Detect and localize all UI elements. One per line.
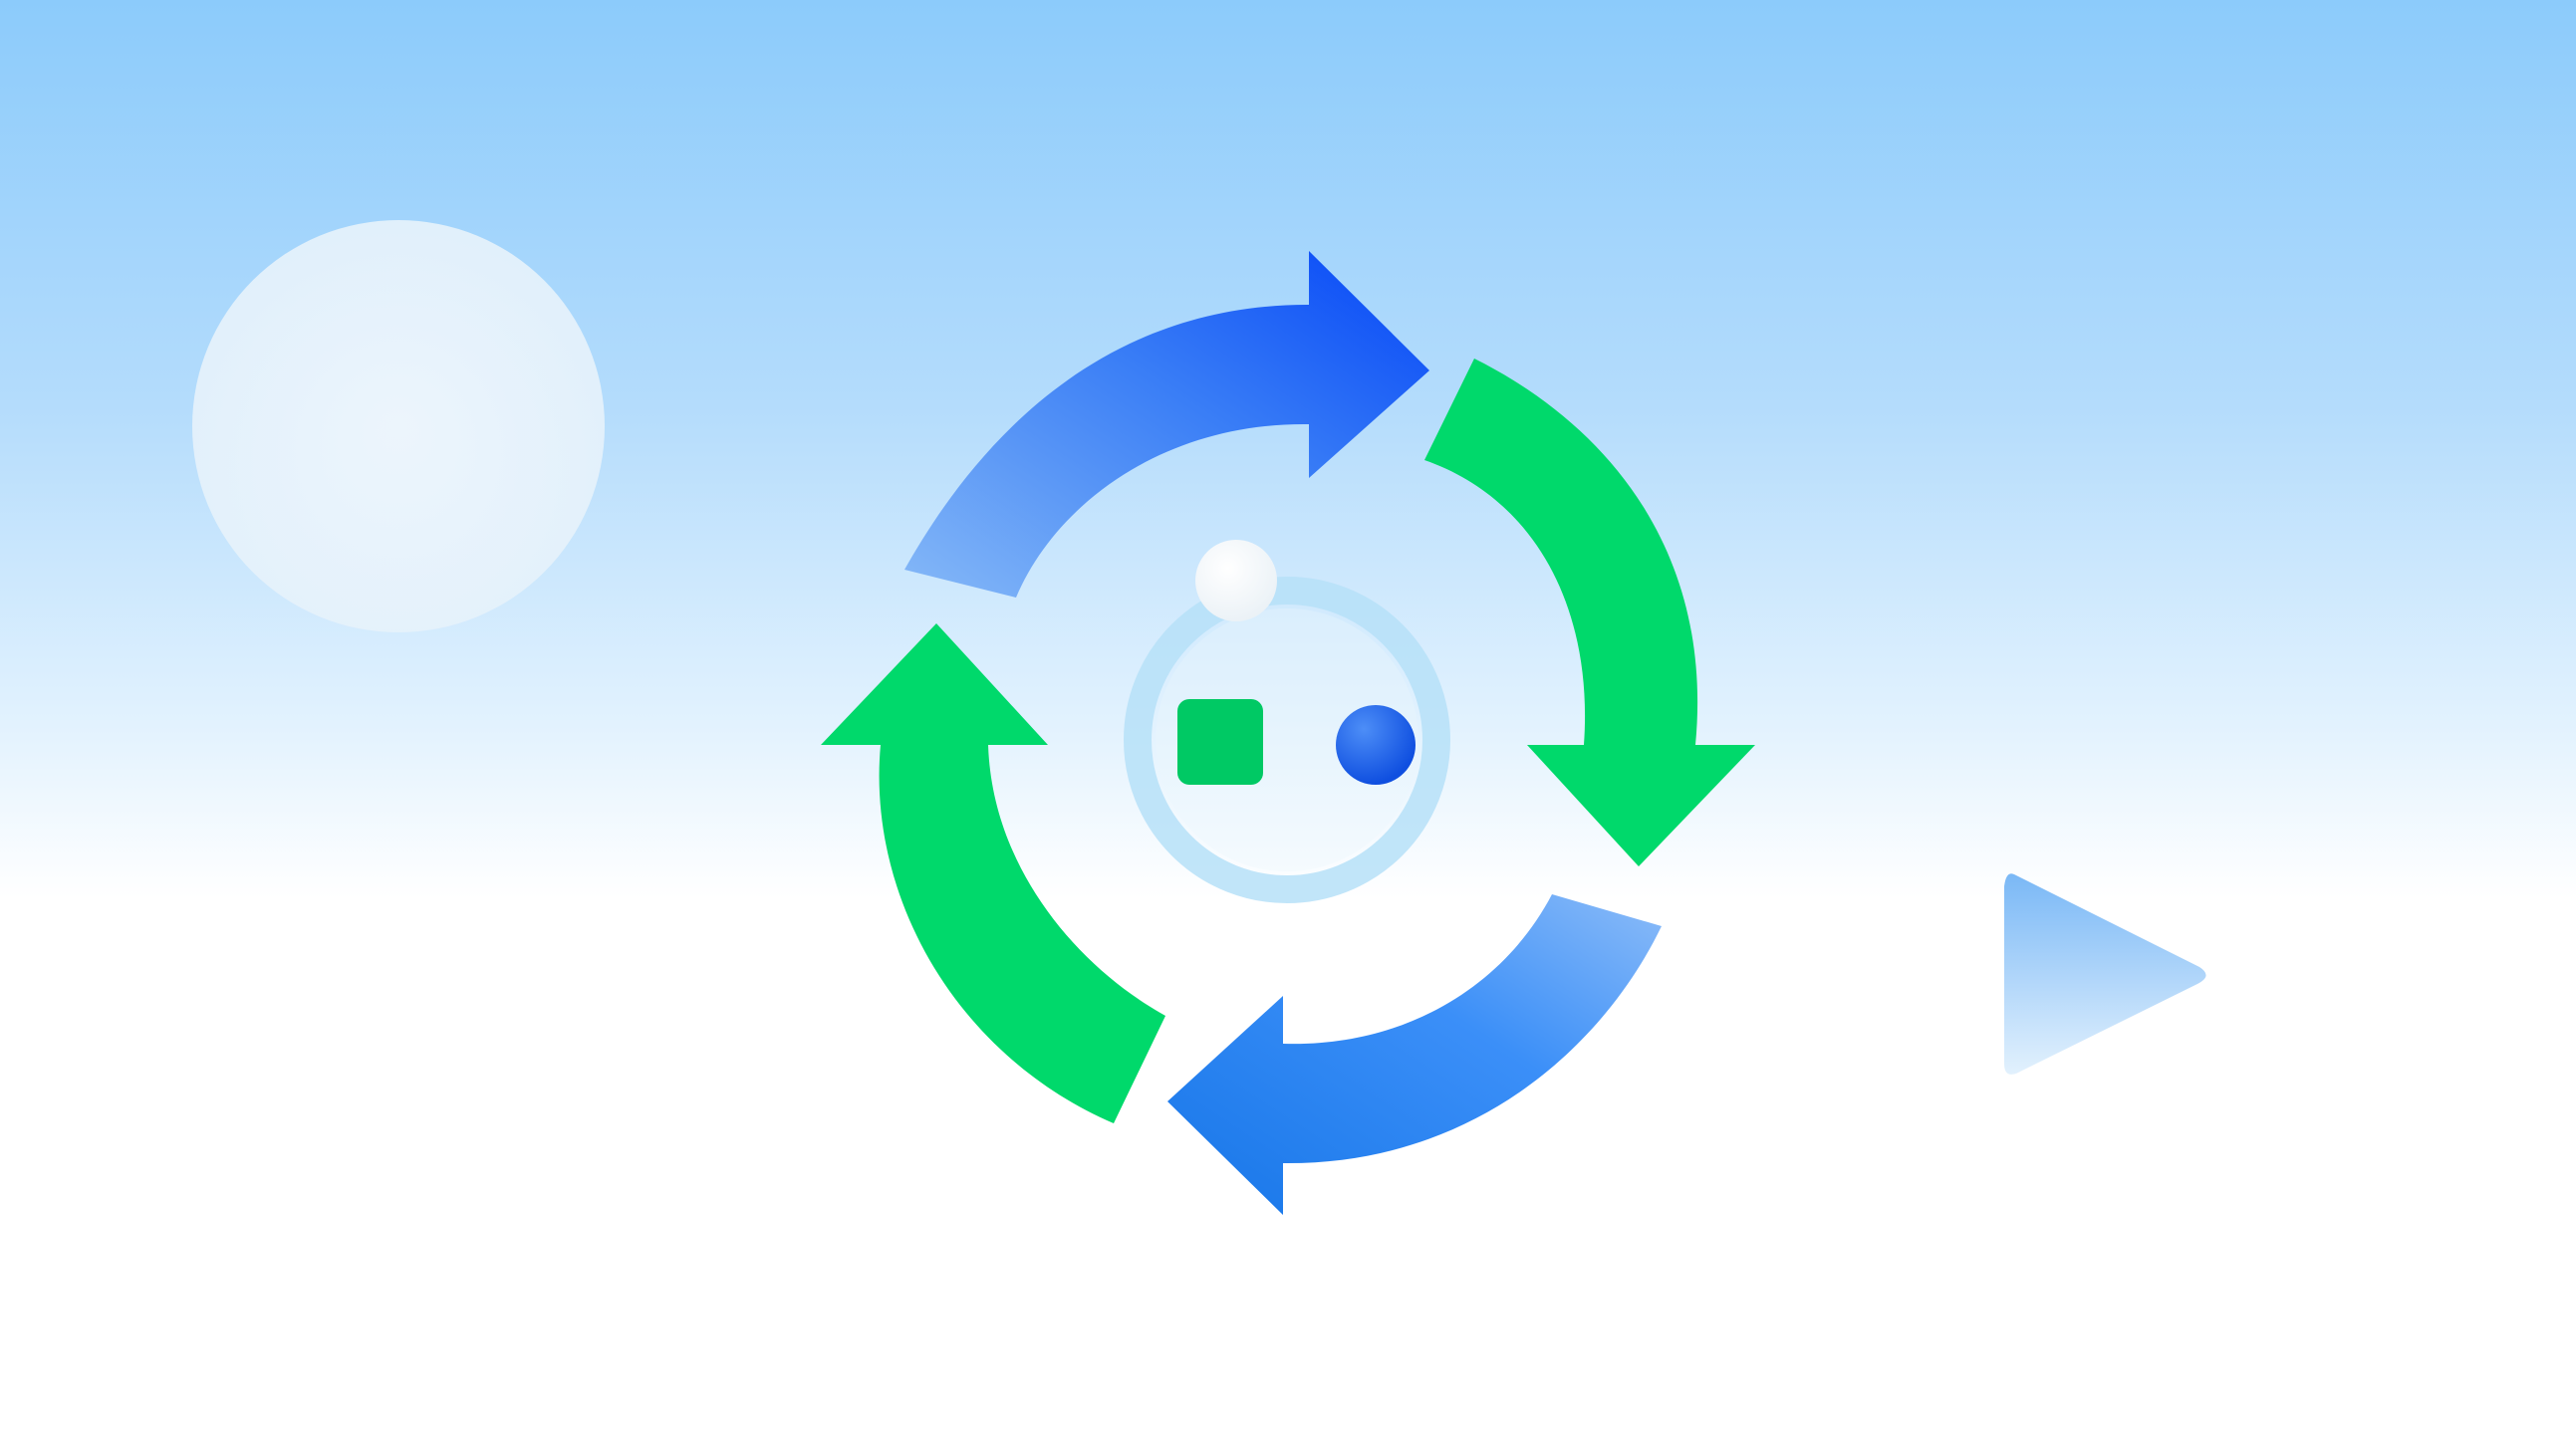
arrow-left-green: [821, 623, 1165, 1123]
center-blue-orb: [1336, 705, 1416, 785]
ring-white-orb: [1195, 540, 1277, 621]
center-ring-inner: [1156, 608, 1418, 871]
arrow-bottom-blue: [1167, 894, 1662, 1215]
arrow-right-green: [1424, 359, 1755, 866]
sun-circle: [192, 220, 605, 632]
center-green-square: [1177, 699, 1263, 785]
center-ring: [1124, 577, 1450, 903]
play-triangle-icon[interactable]: [2004, 873, 2206, 1075]
recycle-arrows-icon: [821, 251, 1755, 1215]
gear-ring-icon: [1124, 540, 1450, 903]
arrow-top-blue: [904, 251, 1429, 598]
